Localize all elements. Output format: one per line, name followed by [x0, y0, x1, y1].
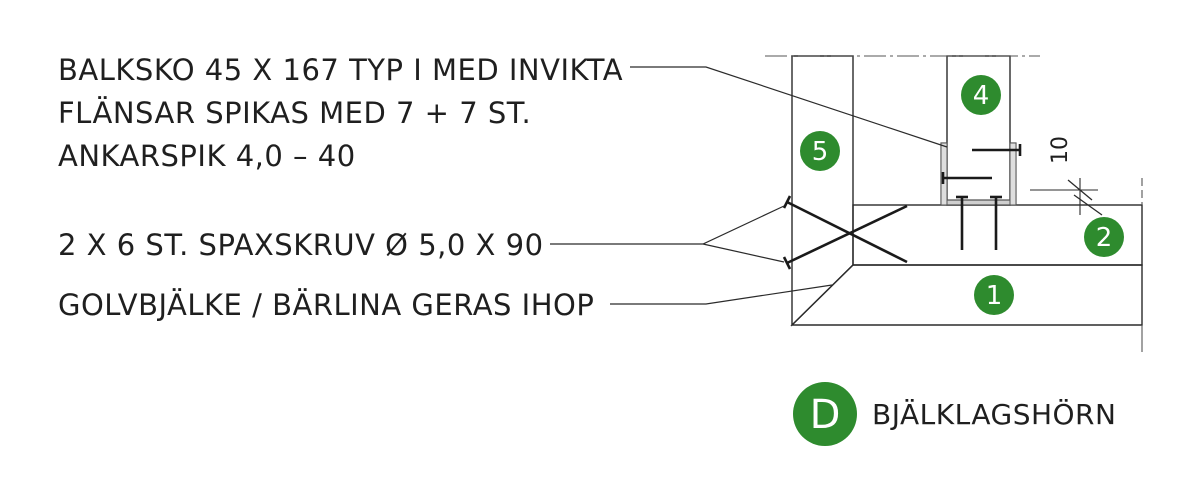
- part-badge-2: 2: [1084, 217, 1124, 257]
- part-badge-5: 5: [800, 131, 840, 171]
- spax-screw-2: [786, 204, 908, 265]
- spax-screw-1-head: [782, 195, 792, 209]
- svg-text:1: 1: [986, 281, 1003, 311]
- label-hanger-line-1: BALKSKO 45 X 167 TYP I MED INVIKTA: [58, 53, 623, 87]
- detail-title: BJÄLKLAGSHÖRN: [872, 397, 1116, 431]
- member-1-bearing-beam: [790, 264, 1143, 326]
- label-screws: 2 X 6 ST. SPAXSKRUV Ø 5,0 X 90: [58, 228, 544, 262]
- label-joist-beam: GOLVBJÄLKE / BÄRLINA GERAS IHOP: [58, 288, 594, 322]
- spax-screw-2-head: [782, 256, 792, 270]
- spax-screw-1: [786, 200, 908, 264]
- part-badge-4: 4: [961, 75, 1001, 115]
- svg-text:D: D: [810, 392, 841, 438]
- dimension-value: 10: [1048, 136, 1073, 164]
- part-badge-1: 1: [974, 275, 1014, 315]
- label-hanger-line-2: FLÄNSAR SPIKAS MED 7 + 7 ST.: [58, 96, 531, 130]
- leader-hanger: [630, 66, 948, 148]
- svg-text:2: 2: [1096, 223, 1113, 253]
- svg-text:5: 5: [812, 137, 829, 167]
- leader-miter: [610, 284, 833, 305]
- label-hanger-line-3: ANKARSPIK 4,0 – 40: [58, 139, 356, 173]
- dimension-tick-bottom: [1073, 194, 1103, 216]
- joist-hanger: [940, 142, 1017, 206]
- hanger-flange-right: [1009, 142, 1017, 206]
- svg-text:4: 4: [973, 81, 990, 111]
- member-5-floor-joist: [791, 55, 854, 327]
- dimension-tick-top: [1067, 179, 1093, 201]
- detail-letter-badge: D: [793, 382, 857, 446]
- leader-screws: [550, 205, 785, 263]
